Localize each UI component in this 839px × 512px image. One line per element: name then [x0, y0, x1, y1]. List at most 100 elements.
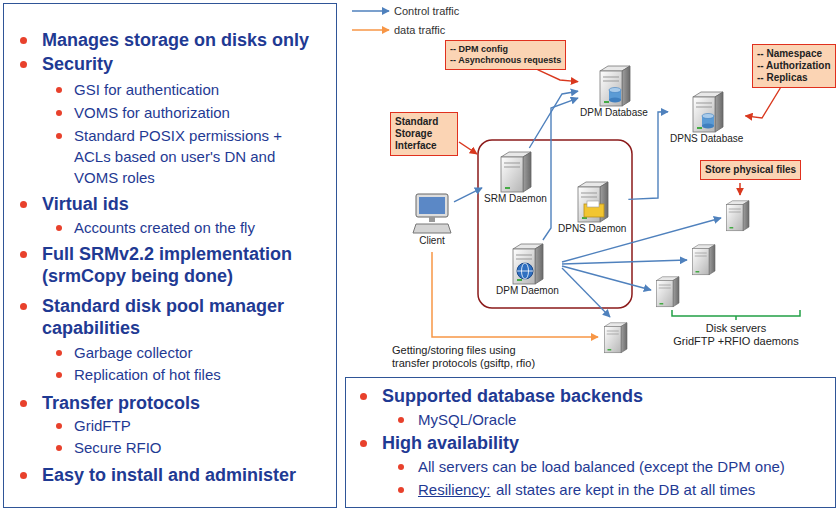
bullet-dot — [56, 133, 62, 139]
diagram-label: Disk servers — [706, 322, 767, 335]
bullet-dot — [20, 303, 27, 310]
callout-leader — [459, 142, 477, 154]
bullet-dot — [360, 440, 367, 447]
keyboard — [413, 224, 451, 233]
server-node: DPNS Database — [668, 88, 745, 146]
stand — [429, 217, 435, 222]
legend-sample — [350, 24, 392, 36]
folder-symbol — [587, 201, 599, 207]
text-panel: Manages storage on disks onlySecurityGSI… — [3, 3, 337, 508]
server-icon — [693, 92, 723, 132]
bullet-heading: Virtual ids — [42, 193, 332, 215]
server-label: SRM Daemon — [484, 193, 547, 205]
globe-symbol — [517, 263, 533, 279]
callout-text: -- Asynchronous requests — [450, 55, 561, 66]
server-node: SRM Daemon — [482, 148, 549, 206]
diagram-label: transfer protocols (gsiftp, rfio) — [392, 357, 535, 370]
bullet-dot — [56, 110, 62, 116]
bullet-item: Replication of hot files — [74, 364, 312, 385]
database-symbol — [702, 114, 714, 119]
bullet-heading: Standard disk pool manager capabilities — [42, 295, 332, 339]
text-panel: Supported database backendsMySQL/OracleH… — [345, 377, 836, 508]
bullet-item: GridFTP — [74, 415, 312, 436]
bullet-dot — [20, 201, 27, 208]
database-symbol — [702, 124, 714, 129]
callout-text: Standard Storage Interface — [395, 116, 453, 152]
bullet-heading: Security — [42, 53, 332, 75]
bullet-dot — [56, 225, 62, 231]
callout-box: -- Namespace-- Authorization-- Replicas — [752, 44, 836, 88]
daemon-group — [478, 140, 632, 308]
server-icon — [687, 89, 727, 133]
connector — [538, 70, 578, 82]
legend-sample — [352, 10, 389, 12]
bullet-item: Garbage collector — [74, 342, 312, 363]
server-icon — [578, 182, 608, 222]
bullet-dot — [56, 87, 62, 93]
server-icon — [513, 244, 543, 284]
screen — [419, 197, 445, 214]
bullet-dot — [398, 417, 404, 423]
server-icon — [507, 241, 547, 285]
server-node: DPNS Daemon — [556, 178, 628, 236]
legend-text: data traffic — [394, 23, 445, 37]
bullet-dot — [398, 464, 404, 470]
server-icon — [594, 63, 634, 107]
server-node: DPM Database — [578, 62, 650, 120]
diagram-label: GridFTP +RFIO daemons — [673, 335, 798, 348]
bullet-item: MySQL/Oracle — [418, 409, 516, 430]
bracket — [672, 310, 800, 320]
callout-text: -- Replicas — [757, 72, 831, 84]
callout-box: -- DPM config-- Asynchronous requests — [445, 40, 566, 70]
bullet-dot — [360, 393, 367, 400]
bullet-dot — [20, 37, 27, 44]
callout-leader — [739, 183, 741, 195]
server-label: DPM Daemon — [496, 285, 559, 297]
server-label: DPM Database — [580, 107, 648, 119]
bullet-heading: Easy to install and administer — [42, 464, 332, 486]
legend-sample — [352, 29, 389, 31]
diagram-label: Getting/storing files using — [392, 344, 516, 357]
server-icon — [495, 149, 535, 193]
bullet-item: Accounts created on the fly — [74, 217, 312, 238]
connector — [454, 188, 482, 202]
server-icon — [572, 179, 612, 223]
database-symbol — [609, 98, 621, 103]
server-icon — [501, 152, 531, 192]
legend-text: Control traffic — [394, 4, 459, 18]
connector — [543, 98, 578, 240]
callout-text: -- Authorization — [757, 60, 831, 72]
bullet-dot — [20, 400, 27, 407]
bullet-item: All servers can be load balanced (except… — [418, 456, 785, 477]
database-symbol — [609, 88, 621, 93]
connector — [745, 88, 780, 118]
connector — [529, 91, 578, 148]
callout-text: -- DPM config — [450, 44, 561, 55]
bullet-item: VOMS for authorization — [74, 102, 312, 123]
bullet-dot — [20, 61, 27, 68]
bullet-dot — [398, 487, 404, 493]
bullet-dot — [56, 423, 62, 429]
monitor — [416, 194, 448, 217]
server-icon — [412, 191, 452, 235]
bullet-heading: High availability — [382, 432, 519, 454]
bullet-heading: Manages storage on disks only — [42, 29, 332, 51]
server-node: DPM Daemon — [494, 240, 561, 298]
bullet-item: Resiliency: — [418, 479, 491, 500]
bullet-dot — [20, 472, 27, 479]
bullet-item: Secure RFIO — [74, 437, 312, 458]
server-icon — [600, 66, 630, 106]
callout-text: Store physical files — [705, 164, 796, 176]
bullet-heading: Full SRMv2.2 implementation (srmCopy bei… — [42, 243, 332, 287]
server-label: DPNS Daemon — [558, 223, 626, 235]
bullet-dot — [56, 445, 62, 451]
bullet-dot — [20, 251, 27, 258]
callout-box: Store physical files — [700, 160, 801, 180]
callout-box: Standard Storage Interface — [390, 112, 458, 156]
globe-symbol — [517, 271, 533, 272]
callout-text: -- Namespace — [757, 48, 831, 60]
server-label: DPNS Database — [670, 133, 743, 145]
bullet-heading: Transfer protocols — [42, 392, 332, 414]
server-node: Client — [410, 190, 454, 248]
